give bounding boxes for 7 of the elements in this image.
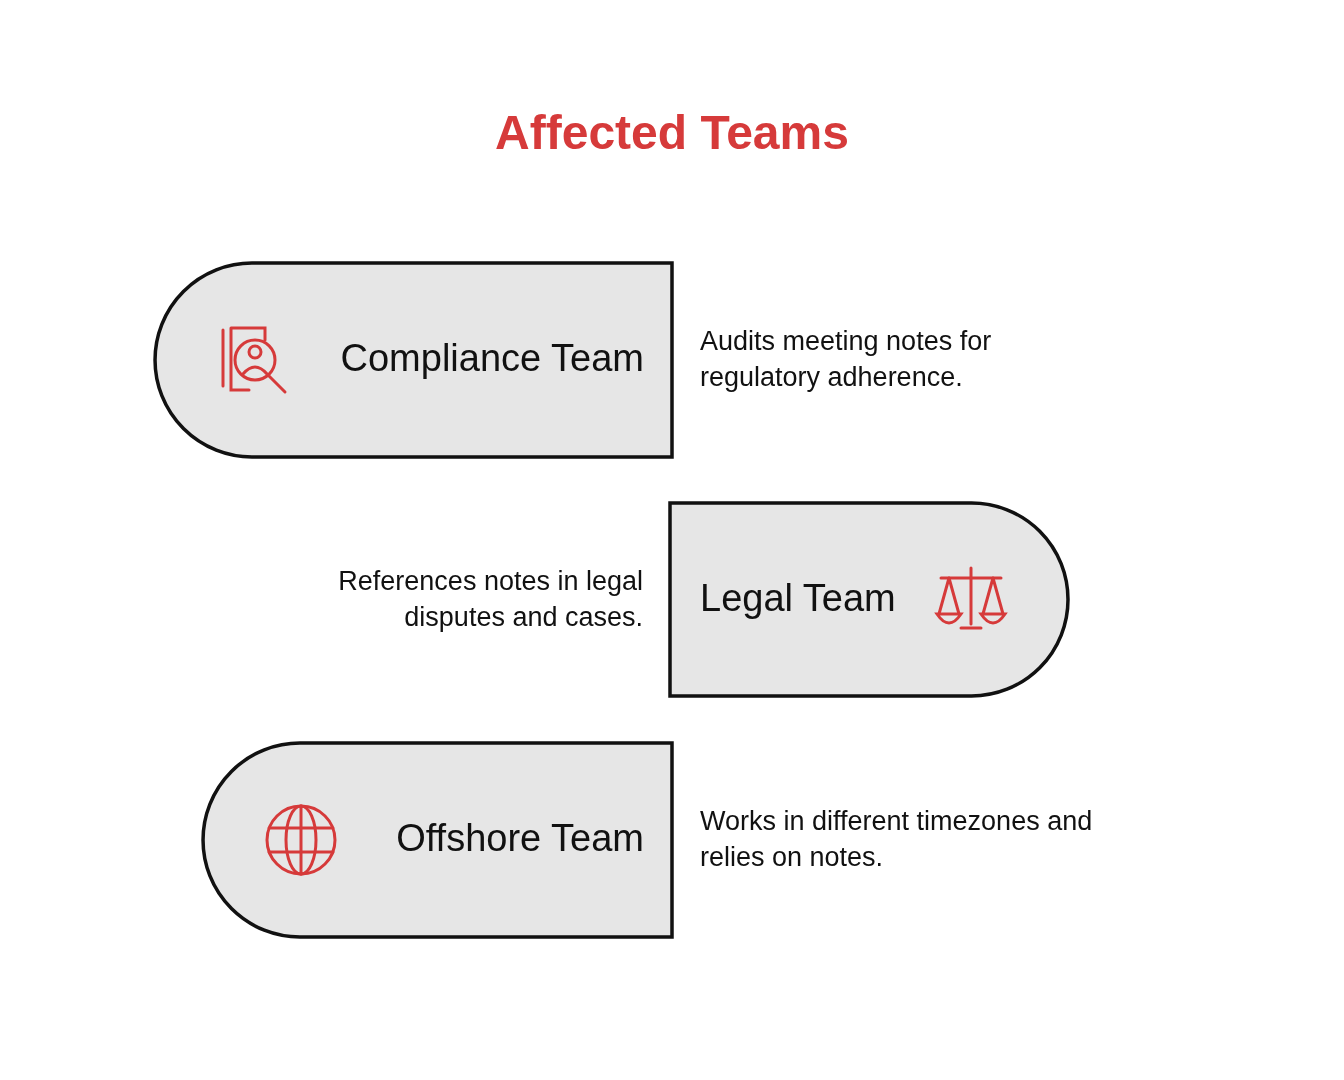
description-text: References notes in legal disputes and cases. — [337, 565, 643, 634]
title: Affected Teams — [494, 105, 850, 160]
description-text: Works in different timezones and relies on notes. — [700, 805, 1094, 874]
team-name: Legal Team — [700, 576, 896, 620]
description-text: Audits meeting notes for regulatory adherence. — [700, 325, 993, 394]
team-name: Compliance Team — [340, 337, 644, 380]
team-name: Offshore Team — [396, 817, 644, 860]
